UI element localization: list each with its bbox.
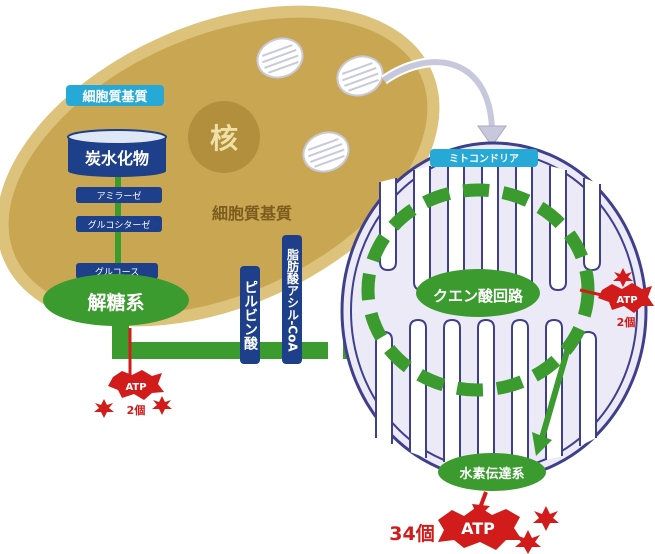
atp-label-cycle: ATP <box>616 295 637 306</box>
citric-cycle-label: クエン酸回路 <box>433 287 524 305</box>
atp-burst-electron-transport <box>438 506 522 550</box>
electron-transport-label: 水素伝達系 <box>459 466 524 482</box>
atp-burst-glycolysis <box>108 370 164 400</box>
glycolysis-node <box>43 274 189 326</box>
cytoplasm-center-label: 細胞質基質 <box>212 204 292 223</box>
spark-4 <box>533 506 559 531</box>
amylase-label: アミラーゼ <box>97 190 142 202</box>
spark-5 <box>515 530 541 554</box>
pyruvic-acid-label: ピルビン酸 <box>242 280 258 351</box>
fatty-acyl-coa-box <box>282 235 302 364</box>
atp-label-glycolysis: ATP <box>125 382 146 393</box>
spark-2 <box>152 396 172 415</box>
spark-3 <box>613 268 633 287</box>
nucleus-circle <box>188 101 260 173</box>
small-mitochondrion-2 <box>336 55 384 97</box>
spark-1 <box>94 399 114 418</box>
cytoplasm-tag <box>66 85 164 106</box>
atp-count-electron-transport: 34個 <box>389 523 434 545</box>
zoom-arrow-head <box>477 125 507 147</box>
carbohydrate-cylinder <box>67 129 167 177</box>
glycolysis-label: 解糖系 <box>87 291 144 314</box>
atp-burst-cycle <box>598 283 654 313</box>
pathway-bar <box>112 342 328 359</box>
electron-transport-node <box>438 453 546 491</box>
cycle-to-transport-arrow <box>539 347 571 439</box>
atp-count-glycolysis: 2個 <box>127 403 146 417</box>
small-mitochondrion-1 <box>256 37 304 79</box>
mitochondria-tag <box>430 149 538 167</box>
cristae-lower <box>375 318 597 466</box>
mitochondria-tag-label: ミトコンドリア <box>449 153 519 165</box>
glucosidase-box <box>76 216 162 232</box>
fatty-acyl-coa-label: 脂肪酸アシル-CoA <box>286 247 300 352</box>
cytoplasm-tag-label: 細胞質基質 <box>82 89 147 105</box>
atp-count-cycle: 2個 <box>617 315 636 329</box>
carbohydrate-label: 炭水化物 <box>85 149 149 168</box>
amylase-box <box>76 187 162 203</box>
citric-cycle-node <box>416 269 540 317</box>
nucleus-label: 核 <box>210 122 238 155</box>
citric-cycle-loop <box>361 183 595 397</box>
atp-label-electron-transport: ATP <box>461 519 495 538</box>
pyruvic-acid-box <box>240 266 260 364</box>
small-mitochondrion-3 <box>302 131 350 173</box>
glucosidase-label: グルコシターゼ <box>88 219 151 231</box>
